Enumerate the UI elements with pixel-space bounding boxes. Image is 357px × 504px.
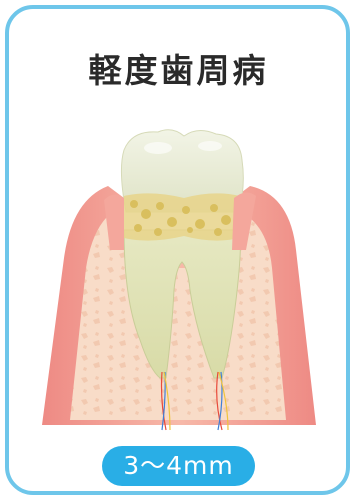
depth-badge: 3〜4mm [102,446,255,486]
